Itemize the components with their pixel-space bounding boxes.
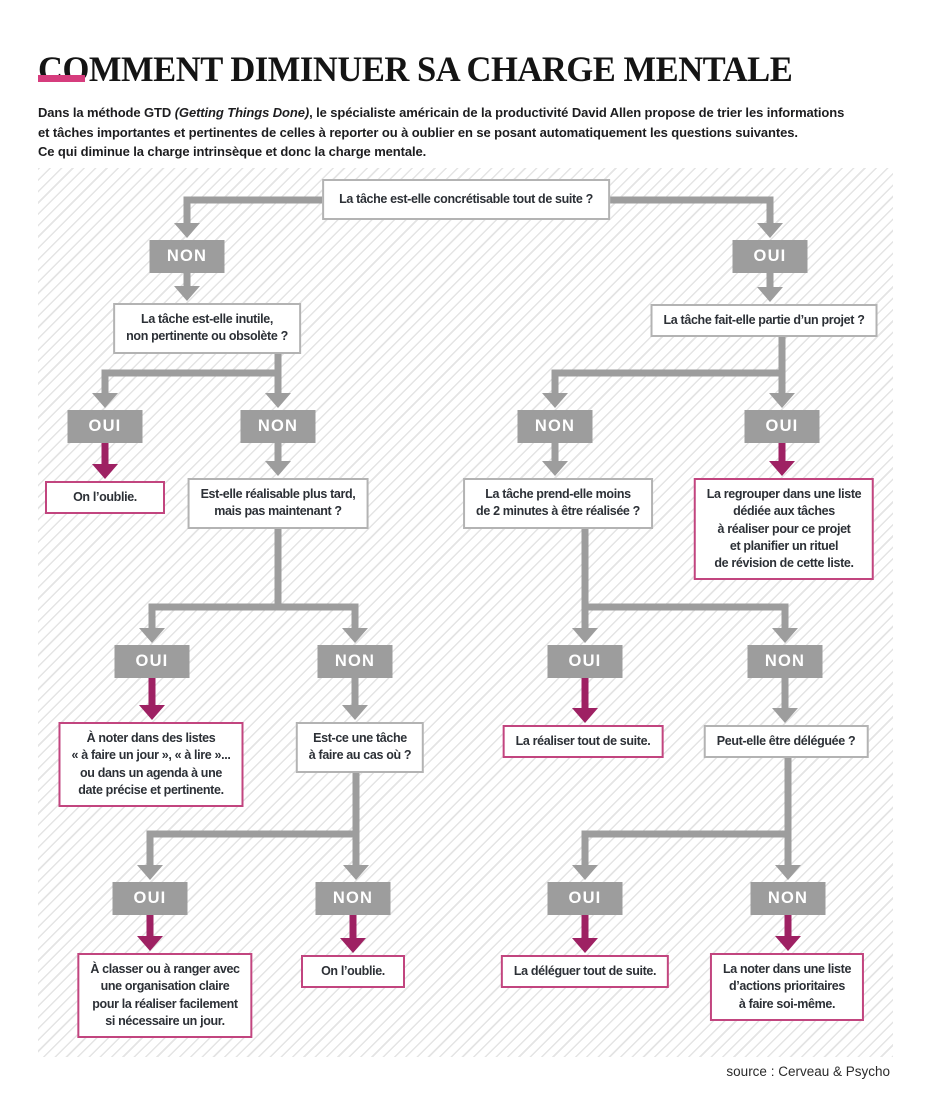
flow-node-delegate-question: Peut-elle être déléguée ? — [703, 725, 869, 759]
flow-node-root-question: La tâche est-elle concrétisable tout de … — [322, 179, 610, 221]
badge-oui-project: OUI — [744, 410, 820, 443]
badge-non-useless: NON — [240, 410, 316, 443]
badge-non-two-minutes: NON — [747, 645, 823, 678]
title-accent-bar — [38, 75, 85, 82]
badge-non-project: NON — [517, 410, 593, 443]
flow-node-delegate-now: La déléguer tout de suite. — [500, 955, 670, 989]
flow-node-later-question: Est-elle réalisable plus tard, mais pas … — [187, 478, 369, 529]
flow-node-forget-2: On l’oublie. — [301, 955, 405, 989]
flow-node-organize: À classer ou à ranger avec une organisat… — [77, 953, 253, 1038]
flow-node-do-now: La réaliser tout de suite. — [502, 725, 664, 759]
flow-node-useless-question: La tâche est-elle inutile, non pertinent… — [113, 303, 301, 354]
badge-oui-later: OUI — [114, 645, 190, 678]
intro-part-1: Dans la méthode GTD — [38, 105, 175, 120]
intro-part-italic: (Getting Things Done) — [174, 105, 310, 120]
badge-non-delegate: NON — [750, 882, 826, 915]
badge-non-just-in-case: NON — [315, 882, 391, 915]
flow-node-forget-1: On l’oublie. — [45, 481, 165, 515]
source-credit: source : Cerveau & Psycho — [726, 1064, 890, 1079]
flow-node-someday-lists: À noter dans des listes « à faire un jou… — [58, 722, 244, 807]
flow-node-just-in-case-question: Est-ce une tâche à faire au cas où ? — [295, 722, 425, 773]
badge-oui-root-right: OUI — [732, 240, 808, 273]
badge-oui-useless: OUI — [67, 410, 143, 443]
intro-text: Dans la méthode GTD (Getting Things Done… — [38, 103, 844, 162]
page-title: COMMENT DIMINUER SA CHARGE MENTALE — [38, 49, 793, 90]
badge-oui-two-minutes: OUI — [547, 645, 623, 678]
flow-node-priority-list: La noter dans une liste d’actions priori… — [709, 953, 865, 1021]
badge-non-later: NON — [317, 645, 393, 678]
badge-oui-delegate: OUI — [547, 882, 623, 915]
flow-node-two-minutes-question: La tâche prend-elle moins de 2 minutes à… — [463, 478, 653, 529]
intro-part-2: , le spécialiste américain de la product… — [38, 105, 845, 159]
badge-oui-just-in-case: OUI — [112, 882, 188, 915]
flow-node-project-question: La tâche fait-elle partie d’un projet ? — [650, 304, 878, 338]
flow-node-project-list: La regrouper dans une liste dédiée aux t… — [693, 478, 875, 581]
badge-non-root-left: NON — [149, 240, 225, 273]
